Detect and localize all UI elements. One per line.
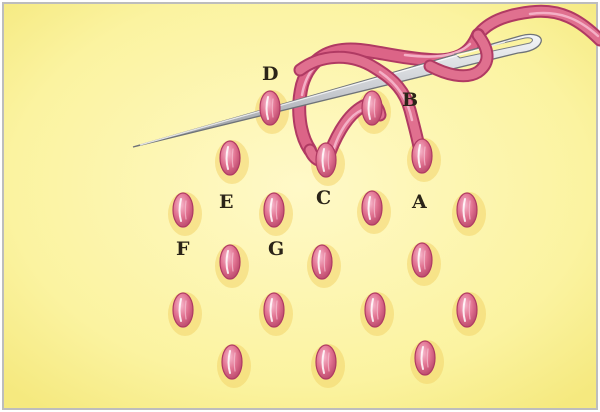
- stitch-icon: [412, 243, 432, 277]
- label-f: F: [176, 238, 190, 260]
- stitch-icon: [316, 143, 336, 177]
- label-d: D: [262, 63, 278, 85]
- stitch-icon: [316, 345, 336, 379]
- stitch-icon: [415, 341, 435, 375]
- stitch-icon: [312, 245, 332, 279]
- stitch-icon: [222, 345, 242, 379]
- stitch-icon: [412, 139, 432, 173]
- stitch-icon: [220, 141, 240, 175]
- label-a: A: [411, 191, 427, 213]
- label-c: C: [316, 187, 331, 209]
- label-g: G: [268, 238, 284, 260]
- stitch-icon: [260, 91, 280, 125]
- stitch-icon: [457, 193, 477, 227]
- stitch-icon: [264, 193, 284, 227]
- stitch-icon: [173, 193, 193, 227]
- stitch-icon: [220, 245, 240, 279]
- stitch-icon: [362, 91, 382, 125]
- stitch-icon: [173, 293, 193, 327]
- stitch-icon: [264, 293, 284, 327]
- stitch-icon: [365, 293, 385, 327]
- label-b: B: [402, 89, 418, 111]
- label-e: E: [219, 191, 233, 213]
- stitch-icon: [457, 293, 477, 327]
- stitch-icon: [362, 191, 382, 225]
